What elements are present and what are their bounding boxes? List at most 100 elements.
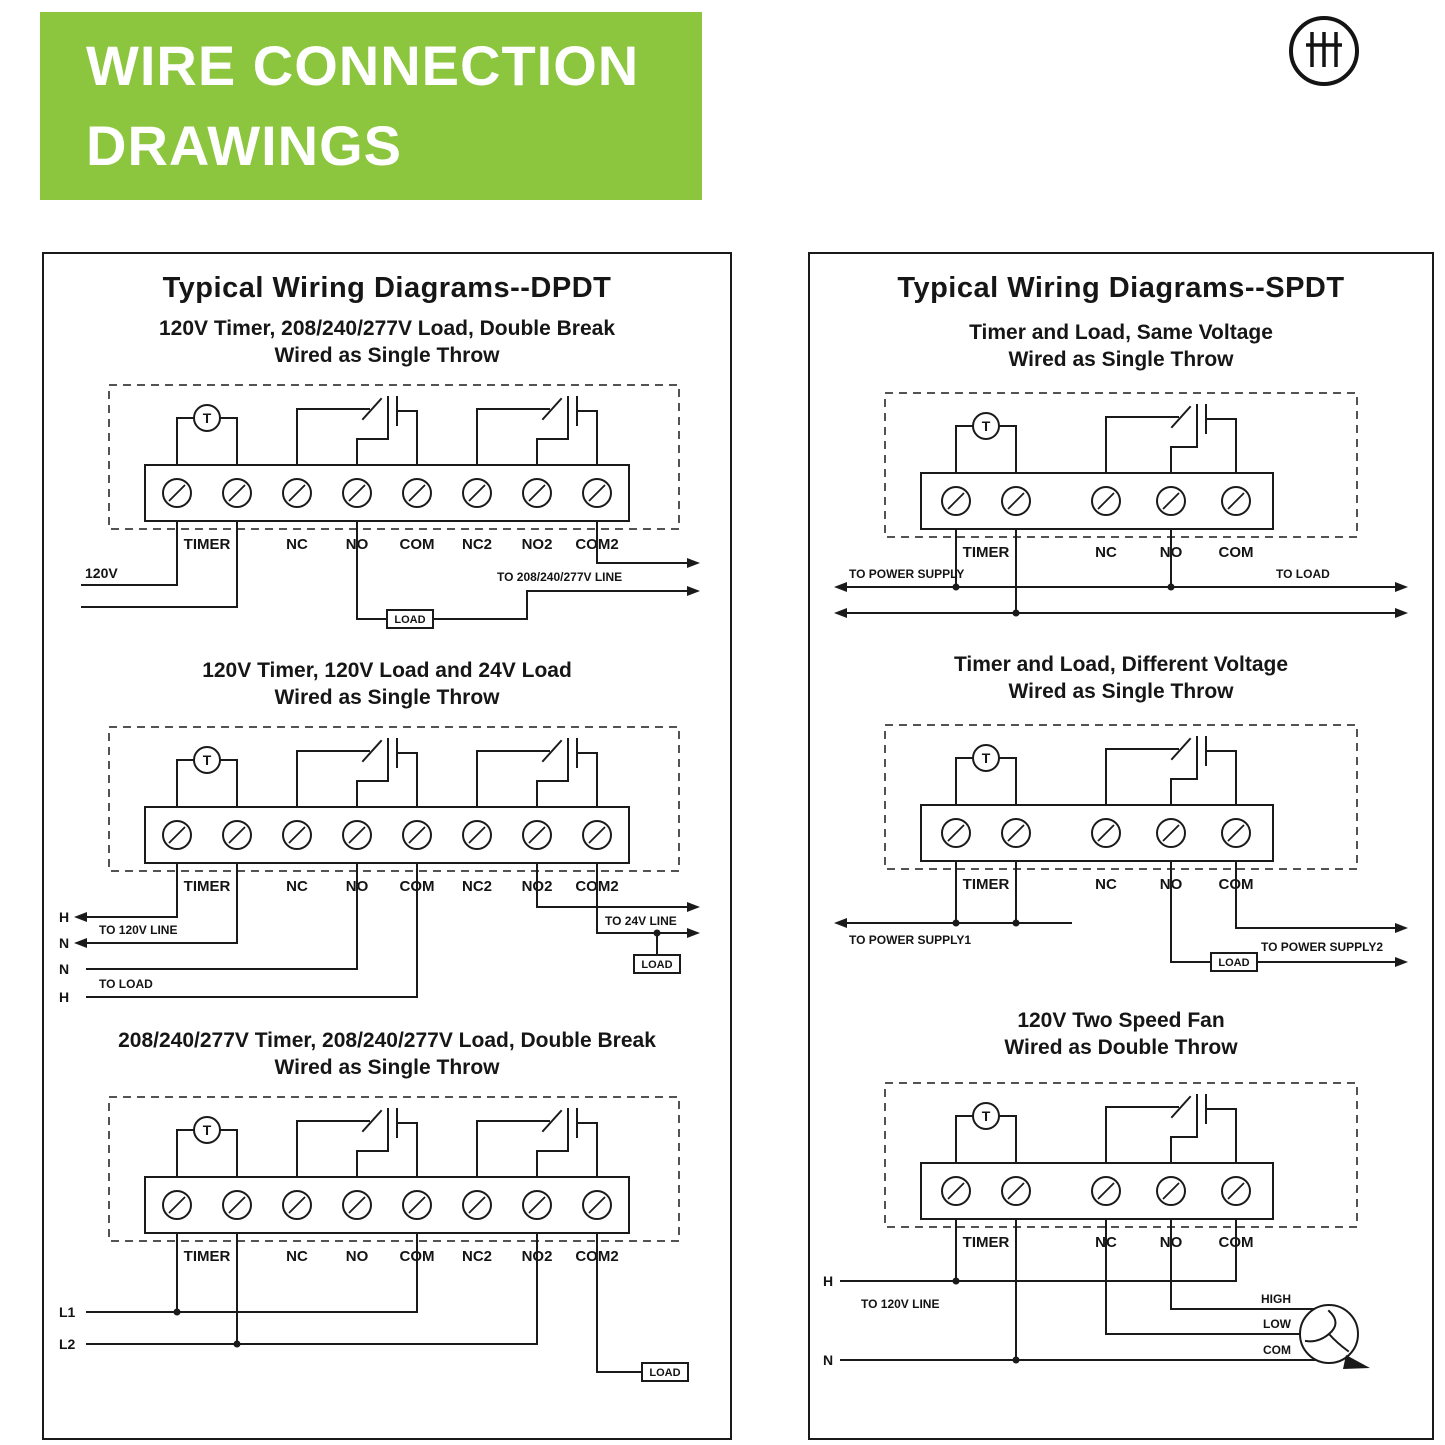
wire-label: N	[823, 1352, 833, 1368]
arrowhead	[687, 558, 700, 568]
wiring-diagram-dpdt-2: T TIMER NC NO COM NC2 NO2 COM2	[59, 726, 700, 1005]
subtitle-line2: Wired as Double Throw	[1004, 1036, 1238, 1059]
arrowhead	[834, 918, 847, 928]
screw-terminal	[1091, 1176, 1121, 1206]
screw-terminal	[402, 478, 432, 508]
line-label: TO LOAD	[1276, 567, 1330, 581]
dpdt-diagram2-subtitle: 120V Timer, 120V Load and 24V Load Wired…	[44, 657, 730, 711]
arrowhead	[1395, 923, 1408, 933]
svg-text:NO: NO	[346, 1248, 369, 1265]
terminal-strip	[144, 464, 630, 522]
relay-contact-symbol	[1105, 404, 1237, 474]
screw-terminal	[1001, 1176, 1031, 1206]
svg-text:COM: COM	[1219, 544, 1254, 561]
line-label: TO 208/240/277V LINE	[497, 570, 622, 584]
relay-contact-symbol-1	[296, 738, 418, 808]
enclosure-dashed-box	[108, 384, 680, 530]
svg-text:TIMER: TIMER	[963, 1234, 1010, 1251]
wiring-diagram-dpdt-3: T TIMER NC NO COM NC2 NO2 COM2	[59, 1096, 689, 1382]
line-label: TO POWER SUPPLY1	[849, 933, 971, 947]
subtitle-line1: 208/240/277V Timer, 208/240/277V Load, D…	[118, 1029, 656, 1052]
terminal-labels: TIMER NC NO COM NC2 NO2 COM2	[184, 878, 619, 895]
svg-text:LOAD: LOAD	[1218, 957, 1249, 969]
subtitle-line2: Wired as Single Throw	[274, 686, 500, 709]
relay-contact-symbol-2	[476, 396, 598, 466]
screw-terminal	[162, 478, 192, 508]
timer-symbol: T	[176, 1116, 238, 1178]
screw-terminal	[222, 820, 252, 850]
dpdt-panel: Typical Wiring Diagrams--DPDT 120V Timer…	[42, 252, 732, 1440]
svg-text:TIMER: TIMER	[963, 876, 1010, 893]
header-banner: WIRE CONNECTION DRAWINGS	[40, 12, 702, 200]
screw-terminal	[342, 820, 372, 850]
arrowhead	[687, 928, 700, 938]
svg-text:NC2: NC2	[462, 536, 492, 553]
terminal-strip	[920, 1162, 1274, 1220]
screw-terminal	[282, 820, 312, 850]
terminal-strip	[920, 804, 1274, 862]
screw-terminal	[282, 1190, 312, 1220]
field-wiring: 120V LOAD TO 208/240/277V LINE	[81, 520, 700, 629]
arrowhead	[1395, 582, 1408, 592]
line-label: TO POWER SUPPLY2	[1261, 940, 1383, 954]
screw-terminal	[1221, 486, 1251, 516]
load-box: LOAD	[641, 1362, 689, 1382]
svg-text:T: T	[203, 1122, 212, 1138]
terminal-labels: TIMER NC NO COM	[963, 876, 1254, 893]
wiring-diagram-dpdt-1: T TIMER NC NO COM NC2 NO2 COM2	[81, 384, 700, 629]
svg-text:T: T	[982, 418, 991, 434]
arrowhead	[834, 608, 847, 618]
svg-text:TIMER: TIMER	[184, 1248, 231, 1265]
line-label: TO POWER SUPPLY	[849, 567, 964, 581]
screw-terminal	[342, 478, 372, 508]
screw-terminal	[522, 1190, 552, 1220]
screw-terminal	[1001, 486, 1031, 516]
arrowhead	[74, 938, 87, 948]
screw-terminal	[222, 478, 252, 508]
timer-symbol: T	[176, 746, 238, 808]
arrowhead	[687, 902, 700, 912]
subtitle-line1: 120V Timer, 208/240/277V Load, Double Br…	[158, 317, 616, 340]
line-label: TO LOAD	[99, 977, 153, 991]
subtitle-line1: 120V Timer, 120V Load and 24V Load	[202, 659, 572, 682]
screw-terminal	[1001, 818, 1031, 848]
relay-contact-symbol	[1105, 736, 1237, 806]
terminal-strip	[920, 472, 1274, 530]
subtitle-line1: Timer and Load, Same Voltage	[969, 321, 1273, 344]
wire-label: H	[59, 909, 69, 925]
svg-text:T: T	[203, 752, 212, 768]
screw-terminal	[342, 1190, 372, 1220]
fan-speed-label: LOW	[1263, 1317, 1292, 1331]
screw-terminal	[941, 1176, 971, 1206]
screw-terminal	[1091, 486, 1121, 516]
fan-icon	[1299, 1304, 1370, 1369]
svg-text:NC: NC	[1095, 876, 1117, 893]
timer-symbol: T	[955, 412, 1017, 474]
dpdt-diagram1-subtitle: 120V Timer, 208/240/277V Load, Double Br…	[44, 315, 730, 369]
subtitle-line1: Timer and Load, Different Voltage	[953, 653, 1289, 676]
screw-terminal	[1091, 818, 1121, 848]
wiring-diagram-spdt-3: T TIMER NC NO COM H TO 120V LINE N	[823, 1082, 1370, 1369]
subtitle-line2: Wired as Single Throw	[1008, 348, 1234, 371]
screw-terminal	[941, 486, 971, 516]
screw-terminal	[522, 820, 552, 850]
relay-contact-symbol-1	[296, 396, 418, 466]
field-wiring: TO POWER SUPPLY TO LOAD	[834, 528, 1408, 618]
spdt-diagram1-subtitle: Timer and Load, Same Voltage Wired as Si…	[810, 319, 1432, 373]
svg-text:T: T	[203, 410, 212, 426]
subtitle-line2: Wired as Single Throw	[1008, 680, 1234, 703]
svg-text:NC: NC	[286, 1248, 308, 1265]
load-box: LOAD	[633, 954, 681, 974]
screw-terminal	[1221, 818, 1251, 848]
terminal-labels: TIMER NC NO COM NC2 NO2 COM2	[184, 536, 619, 553]
spdt-diagram3-subtitle: 120V Two Speed Fan Wired as Double Throw	[810, 1007, 1432, 1061]
wire-label: H	[59, 989, 69, 1005]
field-wiring: H TO 120V LINE N HIGH LOW COM	[823, 1218, 1370, 1369]
screw-terminal	[582, 1190, 612, 1220]
spdt-panel-title: Typical Wiring Diagrams--SPDT	[897, 272, 1345, 304]
field-wiring: L1 L2 LOAD	[59, 1232, 689, 1382]
svg-text:LOAD: LOAD	[641, 959, 672, 971]
terminal-strip	[144, 806, 630, 864]
svg-text:T: T	[982, 750, 991, 766]
header-title-line1: WIRE CONNECTION	[86, 34, 640, 97]
